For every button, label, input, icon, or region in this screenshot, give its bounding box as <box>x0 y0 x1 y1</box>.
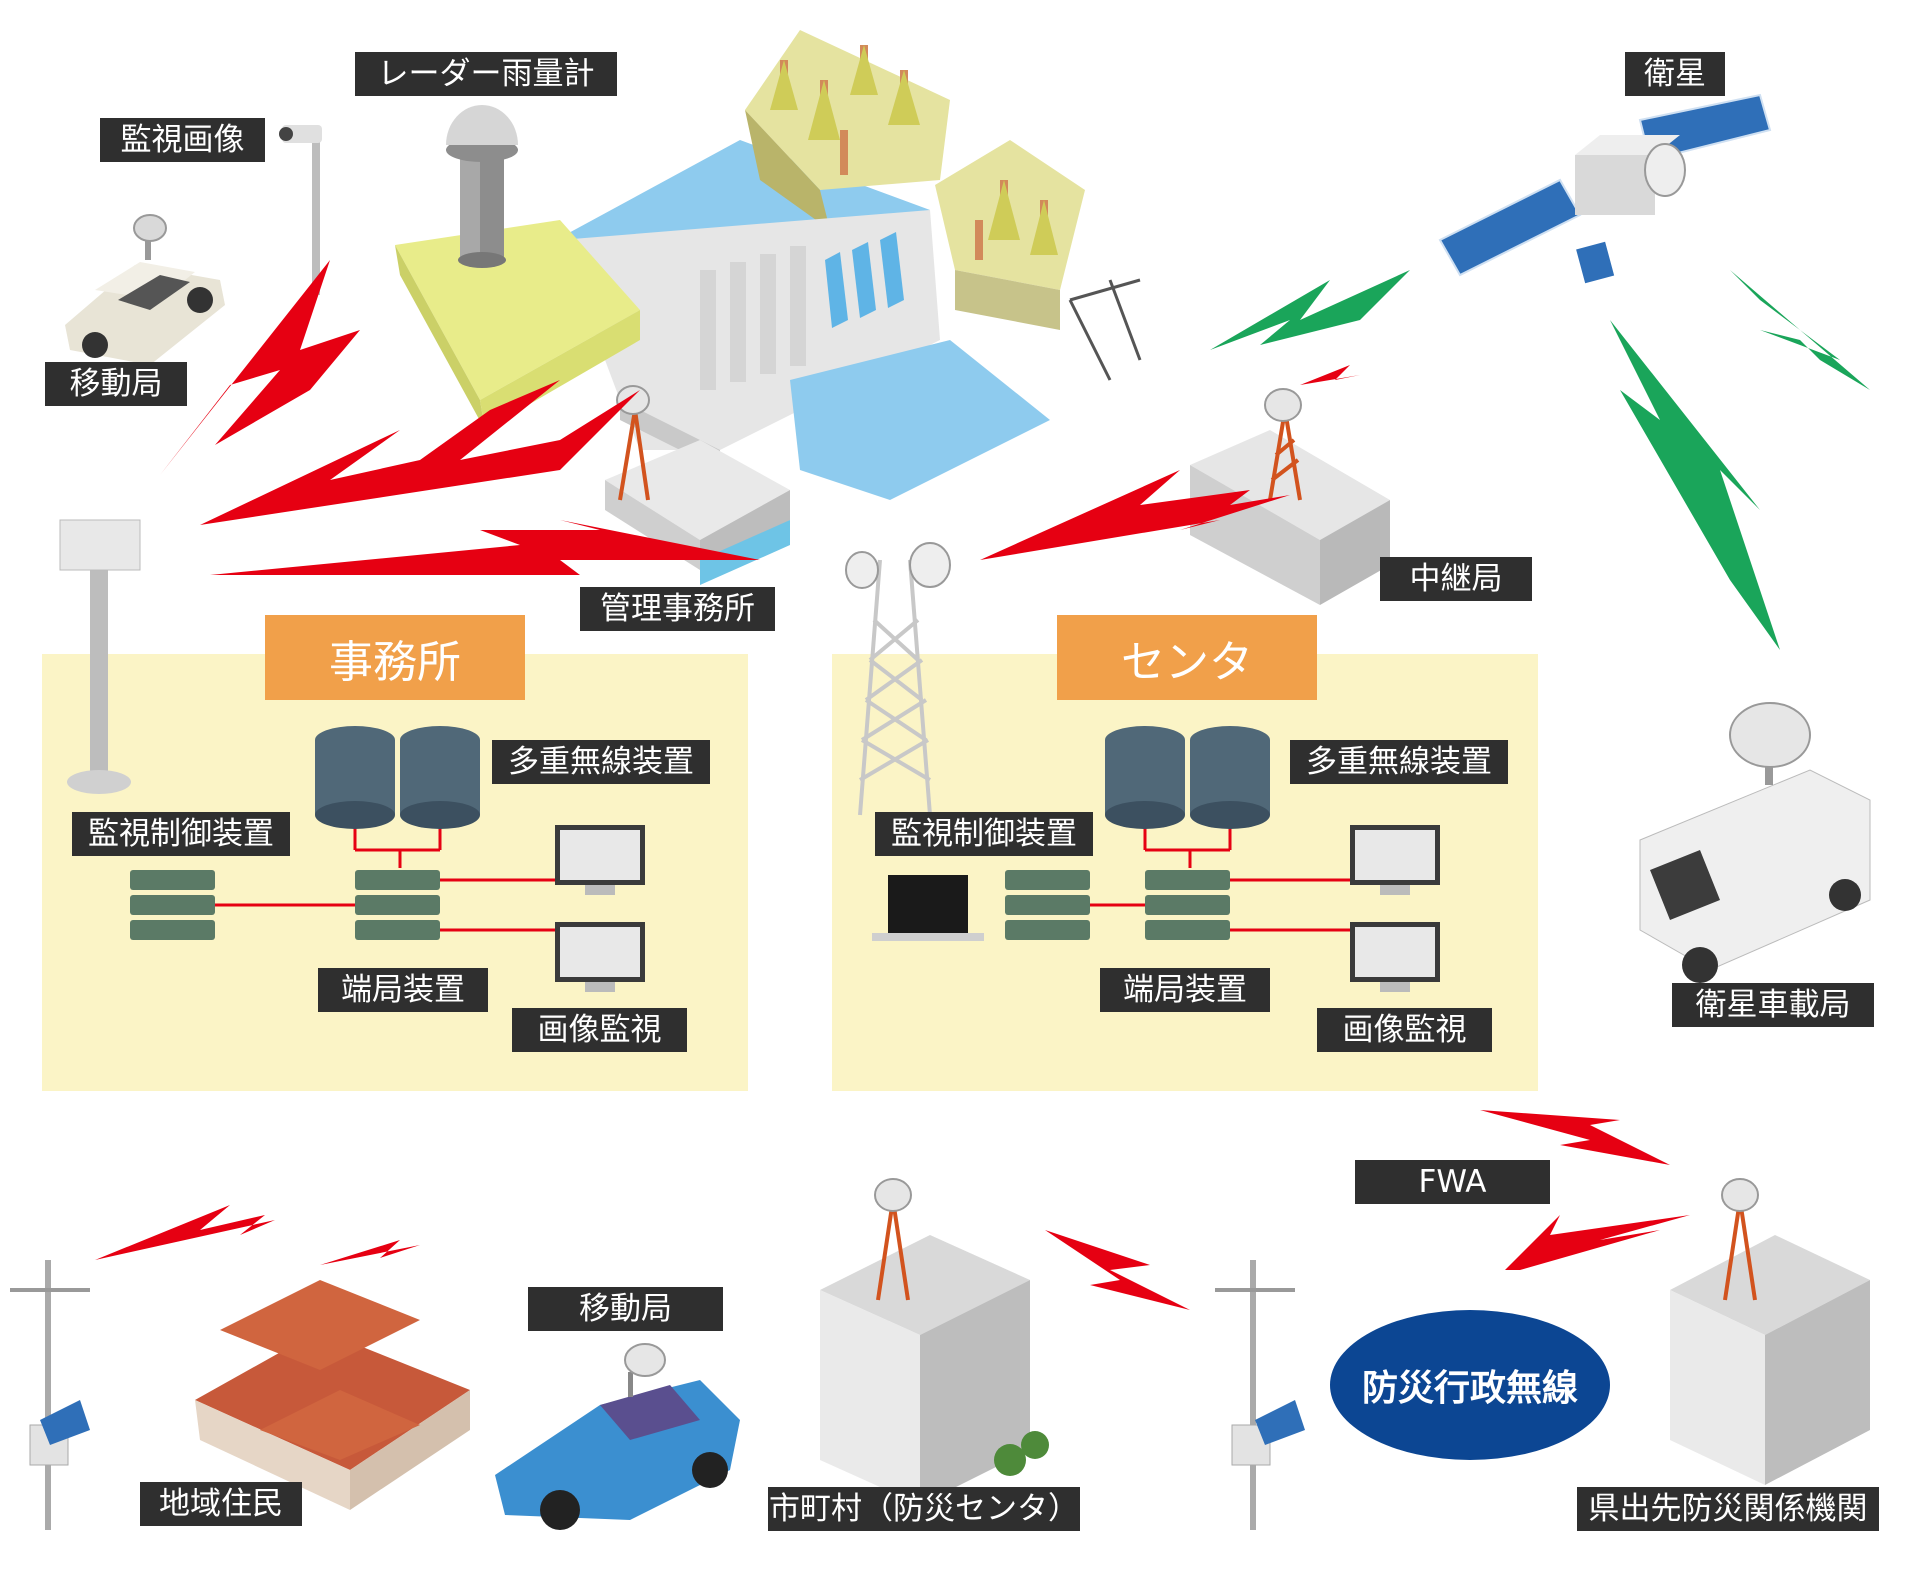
label-office-terminal: 端局装置 <box>318 968 488 1012</box>
disaster-admin-radio-badge: 防災行政無線 <box>1330 1310 1610 1460</box>
label-mobile-station-top: 移動局 <box>45 362 187 406</box>
label-surveillance-image: 監視画像 <box>100 118 265 162</box>
prefectural-building <box>1670 1178 1870 1485</box>
satellite <box>1438 93 1772 284</box>
label-satellite-vehicle-station: 衛星車載局 <box>1672 983 1874 1027</box>
label-center-image-monitoring: 画像監視 <box>1317 1008 1492 1052</box>
radio-link-bolts-red <box>95 260 1690 1310</box>
label-radar-rain-gauge: レーダー雨量計 <box>355 52 617 96</box>
office-equipment <box>130 726 645 992</box>
satellite-link-bolts-green <box>1210 270 1870 650</box>
label-local-residents: 地域住民 <box>140 1482 302 1526</box>
center-equipment <box>872 726 1440 992</box>
mobile-station-car-top <box>65 214 225 365</box>
surveillance-camera <box>279 125 322 295</box>
center-title: センタ <box>1057 615 1317 700</box>
label-office-image-monitoring: 画像監視 <box>512 1008 687 1052</box>
label-office-multiplex-radio: 多重無線装置 <box>492 740 710 784</box>
label-center-monitoring-control: 監視制御装置 <box>875 812 1093 856</box>
antenna-pole <box>59 519 141 794</box>
satellite-vehicle <box>1639 702 1871 983</box>
label-center-terminal: 端局装置 <box>1100 968 1270 1012</box>
label-mobile-station-bottom: 移動局 <box>528 1287 723 1331</box>
label-prefectural-agency: 県出先防災関係機関 <box>1577 1487 1879 1531</box>
residential-houses <box>195 1280 470 1510</box>
weather-station-right <box>1215 1260 1305 1530</box>
label-municipality: 市町村（防災センタ） <box>768 1487 1080 1531</box>
label-relay-station: 中継局 <box>1380 557 1532 601</box>
office-title: 事務所 <box>265 615 525 700</box>
label-fwa: FWA <box>1355 1160 1550 1204</box>
weather-station-left <box>10 1260 90 1530</box>
dam-illustration <box>560 30 1142 500</box>
label-office-monitoring-control: 監視制御装置 <box>72 812 290 856</box>
lattice-tower <box>858 559 932 816</box>
label-satellite: 衛星 <box>1625 52 1725 96</box>
label-management-office: 管理事務所 <box>580 587 775 631</box>
mobile-station-car-bottom <box>495 1343 740 1530</box>
municipal-building <box>820 1178 1049 1505</box>
label-center-multiplex-radio: 多重無線装置 <box>1290 740 1508 784</box>
